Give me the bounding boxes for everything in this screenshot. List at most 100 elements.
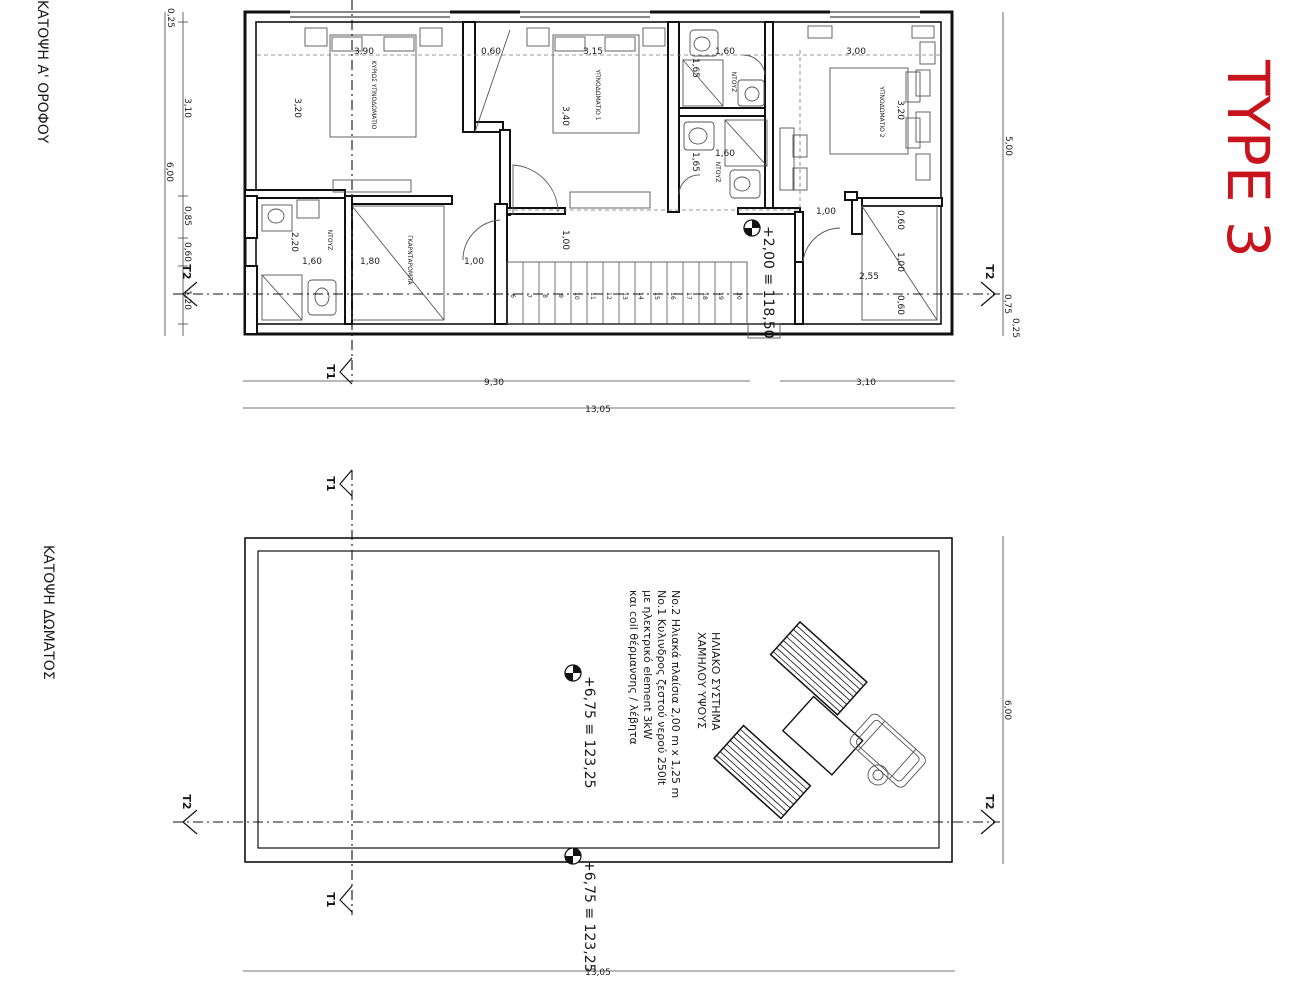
dim-text: 3,90 (354, 47, 374, 57)
dim-text: 5,00 (1003, 136, 1013, 156)
stair-num: 6 (509, 294, 516, 298)
stair-num: 16 (669, 292, 676, 300)
interior-walls (244, 21, 943, 335)
level-marker-roof-center: +6,75 ≡ 123,25 (564, 664, 597, 789)
entry-step (747, 323, 781, 339)
dim-text: 0,60 (895, 295, 905, 315)
dim-text: 1,60 (715, 47, 735, 57)
dim-text: 2,20 (289, 232, 299, 252)
note-line: και coil θέρμανσης / λέβητα (627, 590, 640, 745)
note-line: με ηλεκτρικό element 3kW (641, 590, 654, 740)
dim-text: 2,55 (859, 272, 879, 282)
solar-panel (713, 724, 812, 820)
dim-text: 0,25 (1010, 318, 1020, 338)
type-title: TYPE 3 (1214, 59, 1282, 258)
bath-fixtures (261, 29, 938, 321)
level-roof-center: +6,75 ≡ 123,25 (581, 676, 597, 789)
stair-num: 8 (541, 294, 548, 298)
dim-text: 1,20 (182, 290, 192, 310)
room-label-shower-c: ΝΤΟΥΖ (326, 230, 333, 251)
section-t2-left-roof: T2 (180, 794, 193, 809)
section-lines: T1 T1 T1 T2 T2 T2 T2 (173, 0, 1000, 915)
stair-num: 9 (557, 294, 564, 298)
dim-text: 0,85 (182, 206, 192, 226)
room-label-shower-b: ΝΤΟΥΖ (714, 162, 721, 183)
room-label-bedroom-1: ΥΠΝΟΔΩΜΑΤΙΟ 1 (594, 68, 601, 120)
door-swings (462, 29, 841, 263)
dim-text: 3,10 (182, 98, 192, 118)
note-line: No.1 Κυλινδρος ζεστού νερού 250lt (655, 590, 668, 786)
dim-text: 3,20 (895, 100, 905, 120)
dim-text: 1,00 (464, 257, 484, 267)
dim-text: 1,00 (560, 230, 570, 250)
stair-num: 20 (735, 292, 742, 300)
stair-num: 12 (605, 292, 612, 300)
dim-text: 13,05 (585, 968, 611, 978)
dim-text: 6,00 (1002, 700, 1012, 720)
roof-outline (244, 537, 953, 863)
stair-num: 18 (701, 292, 708, 300)
stair-num: 10 (573, 292, 580, 300)
dim-text: 3,10 (856, 378, 876, 388)
level-marker-first-floor: +2,00 ≡ 118,50 (743, 219, 776, 339)
stairs: 6 7 8 9 10 11 12 13 14 15 16 17 18 19 20 (506, 261, 748, 325)
stair-num: 11 (589, 292, 596, 300)
note-line: ΧΑΜΗΛΟΥ ΥΨΟΥΣ (695, 632, 708, 729)
section-t2-right-roof: T2 (983, 794, 996, 809)
dim-text: 1,00 (895, 252, 905, 272)
section-t1-top: T1 (324, 364, 337, 379)
dim-text: 1,60 (302, 257, 322, 267)
stair-num: 7 (525, 294, 532, 298)
dashed-guides (257, 50, 940, 211)
dim-text: 1,80 (360, 257, 380, 267)
dim-text: 1,00 (816, 207, 836, 217)
dim-text: 9,30 (484, 378, 504, 388)
dim-text: 0,60 (182, 242, 192, 262)
section-t2-right-top: T2 (983, 264, 996, 279)
parapet-line (257, 550, 940, 849)
dim-text: 0,60 (481, 47, 501, 57)
tank-fitting (867, 764, 889, 786)
solar-frame (781, 695, 864, 776)
top-windows (290, 10, 920, 18)
level-marker-roof-edge: +6,75 ≡ 123,25 (564, 847, 597, 973)
dim-text: 1,60 (715, 149, 735, 159)
stair-num: 19 (717, 292, 724, 300)
dim-text: 0,25 (165, 8, 175, 28)
floor-plan-title: ΚΑΤΟΨΗ Α' ΟΡΟΦΟΥ (34, 0, 50, 144)
solar-note: ΗΛΙΑΚΟ ΣΥΣΤΗΜΑ ΧΑΜΗΛΟΥ ΥΨΟΥΣ No.2 Ηλιακά… (627, 590, 722, 798)
solar-panel (769, 620, 868, 716)
section-t1-mid: T1 (324, 476, 337, 491)
dim-text: 3,40 (560, 106, 570, 126)
first-floor-plan: 6 7 8 9 10 11 12 13 14 15 16 17 18 19 20… (243, 10, 954, 339)
dim-text: 1,65 (690, 152, 700, 172)
roof-plan-title: ΚΑΤΟΨΗ ΔΩΜΑΤΟΣ (40, 545, 56, 680)
section-t2-left-top: T2 (180, 264, 193, 279)
dim-text: 0,75 (1002, 294, 1012, 314)
dim-text: 6,00 (164, 162, 174, 182)
dim-text: 0,60 (895, 210, 905, 230)
room-label-master: ΚΥΡΙΩΣ ΥΠΝΟΔΩΜΑΤΙΟ (370, 61, 377, 130)
dim-text: 3,15 (583, 47, 603, 57)
titles: ΚΑΤΟΨΗ Α' ΟΡΟΦΟΥ ΚΑΤΟΨΗ ΔΩΜΑΤΟΣ TYPE 3 (34, 0, 1282, 680)
stair-num: 15 (653, 292, 660, 300)
beds (304, 25, 936, 209)
inner-wall-line (255, 21, 942, 325)
level-first-floor: +2,00 ≡ 118,50 (760, 226, 776, 339)
roof-plan: ΗΛΙΑΚΟ ΣΥΣΤΗΜΑ ΧΑΜΗΛΟΥ ΥΨΟΥΣ No.2 Ηλιακά… (243, 536, 1012, 978)
floor-dimension-lines: 0,25 3,10 6,00 0,85 0,60 1,20 5,00 0,75 … (164, 8, 1020, 415)
dim-text: 3,20 (292, 98, 302, 118)
room-label-wardrobe: ΓΚΑΡΝΤΑΡΟΜΠΑ (406, 235, 413, 285)
dim-text: 1,65 (690, 58, 700, 78)
section-t1-bottom: T1 (324, 892, 337, 907)
note-line: ΗΛΙΑΚΟ ΣΥΣΤΗΜΑ (709, 632, 722, 731)
dim-text: 3,00 (846, 47, 866, 57)
dim-text: 13,05 (585, 405, 611, 415)
stair-num: 14 (637, 292, 644, 300)
note-line: No.2 Ηλιακά πλαίσια 2,00 m x 1,25 m (669, 590, 682, 798)
room-label-bedroom-2: ΥΠΝΟΔΩΜΑΤΙΟ 2 (878, 85, 885, 137)
room-label-shower-a: ΝΤΟΥΖ (730, 72, 737, 93)
stair-num: 13 (621, 292, 628, 300)
level-roof-edge: +6,75 ≡ 123,25 (581, 860, 597, 973)
